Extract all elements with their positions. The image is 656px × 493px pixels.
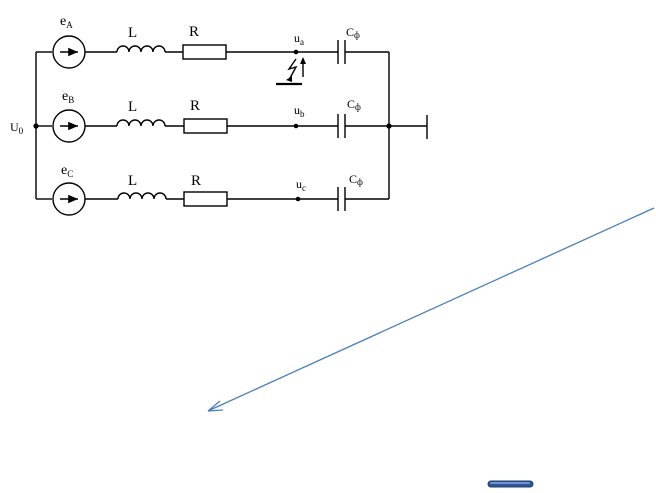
node-c: [295, 196, 301, 202]
phase-a-branch: eA L R ua Cф: [36, 14, 389, 86]
resistor-a: [182, 44, 227, 60]
capacitor-label-c: Cф: [349, 172, 363, 187]
inductor-a: [116, 45, 166, 53]
phase-c-branch: eC L R uc Cф: [36, 163, 389, 216]
ground-fault-icon: [276, 57, 306, 86]
inductor-c: [117, 192, 167, 200]
diagonal-arrow: [207, 207, 655, 412]
neutral-voltage-label: U0: [10, 120, 24, 136]
arrow-head-icon: [207, 400, 224, 412]
node-label-uc: uc: [296, 177, 306, 193]
node-b: [293, 123, 299, 129]
node-a: [293, 49, 299, 55]
resistor-label-b: R: [190, 98, 200, 114]
capacitor-label-a: Cф: [346, 25, 360, 40]
capacitor-label-b: Cф: [347, 97, 361, 112]
source-label-b: eB: [62, 89, 74, 105]
node-label-ub: ub: [294, 103, 305, 119]
resistor-label-a: R: [189, 24, 199, 40]
source-label-c: eC: [61, 163, 73, 179]
inductor-b: [116, 119, 166, 127]
resistor-b: [183, 118, 228, 134]
source-label-a: eA: [60, 14, 73, 30]
resistor-label-c: R: [191, 173, 201, 189]
blue-bar-shape: [487, 480, 534, 488]
resistor-c: [183, 191, 228, 207]
inductor-label-a: L: [128, 25, 137, 41]
inductor-label-b: L: [128, 99, 137, 115]
node-label-ua: ua: [294, 31, 304, 47]
phase-b-branch: eB L R ub Cф: [36, 89, 389, 143]
arrow-line: [209, 207, 655, 411]
inductor-label-c: L: [128, 173, 137, 189]
